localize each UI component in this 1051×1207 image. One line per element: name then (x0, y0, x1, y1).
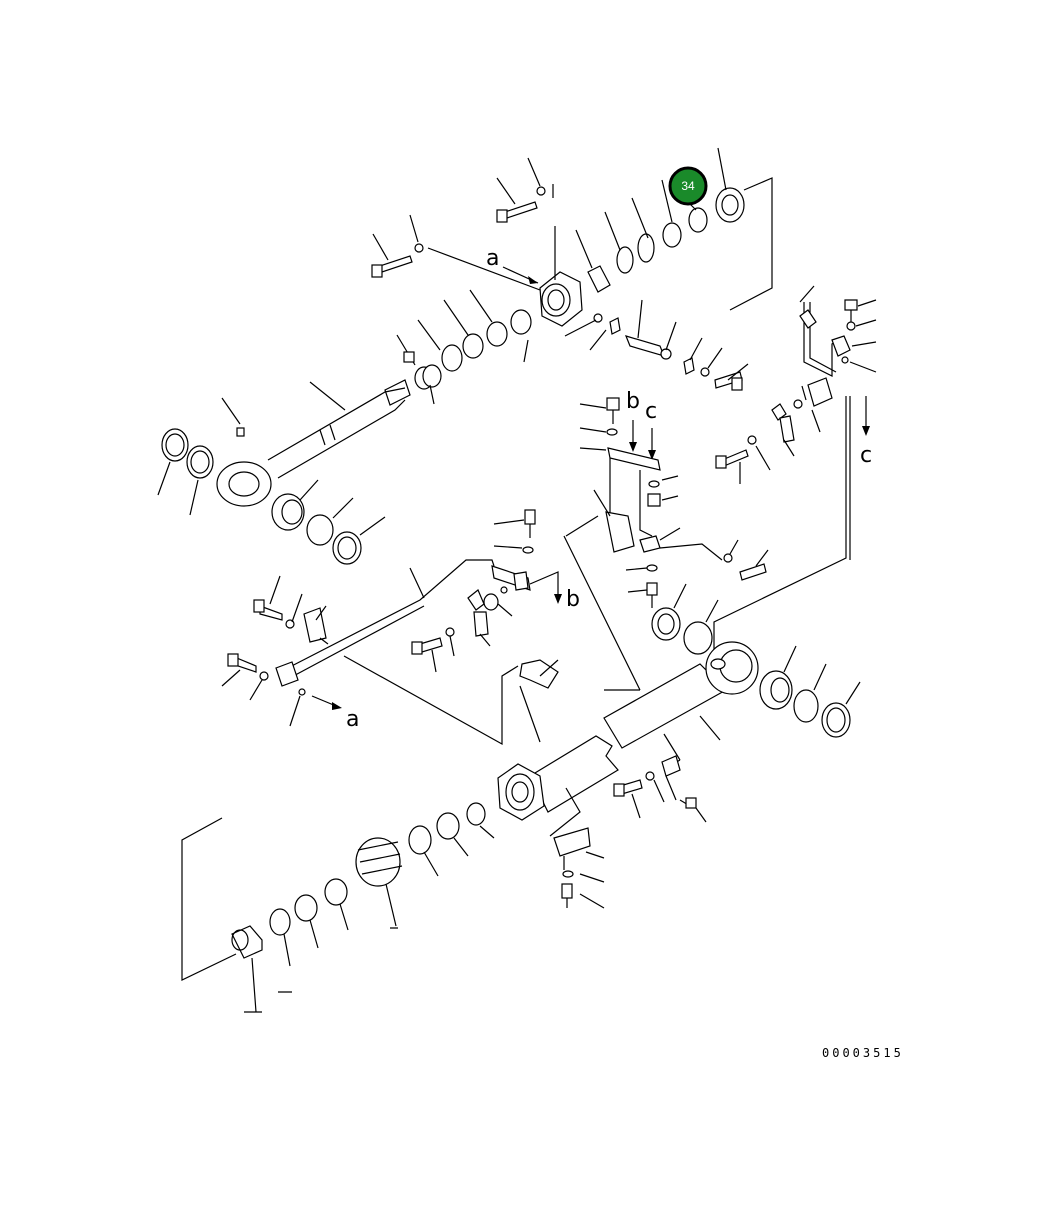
bottom-fittings (549, 755, 707, 909)
ref-letter-b-center: b (626, 389, 640, 414)
center-bracket: b c (579, 389, 679, 537)
fittings-cluster (564, 299, 749, 391)
cylinder-tube (343, 641, 861, 821)
cylinder-head: a (371, 157, 583, 327)
ref-letter-a-bottom: a (346, 707, 359, 732)
middle-clamp (563, 489, 769, 691)
ref-letter-c-center: c (645, 399, 657, 424)
ref-letter-c-right: c (860, 443, 872, 468)
piston-assembly (181, 802, 495, 1013)
ref-letter-a-top: a (486, 246, 499, 271)
document-number: 00003515 (822, 1046, 904, 1060)
rod-assembly (157, 247, 541, 565)
head-seals: 34 (575, 147, 773, 311)
left-hose: b a (221, 509, 580, 732)
ref-letter-b-left: b (566, 587, 580, 612)
pipe-right: c (713, 285, 877, 654)
callout-34-badge[interactable] (668, 166, 708, 206)
callout-34-label[interactable]: 34 (681, 179, 695, 193)
